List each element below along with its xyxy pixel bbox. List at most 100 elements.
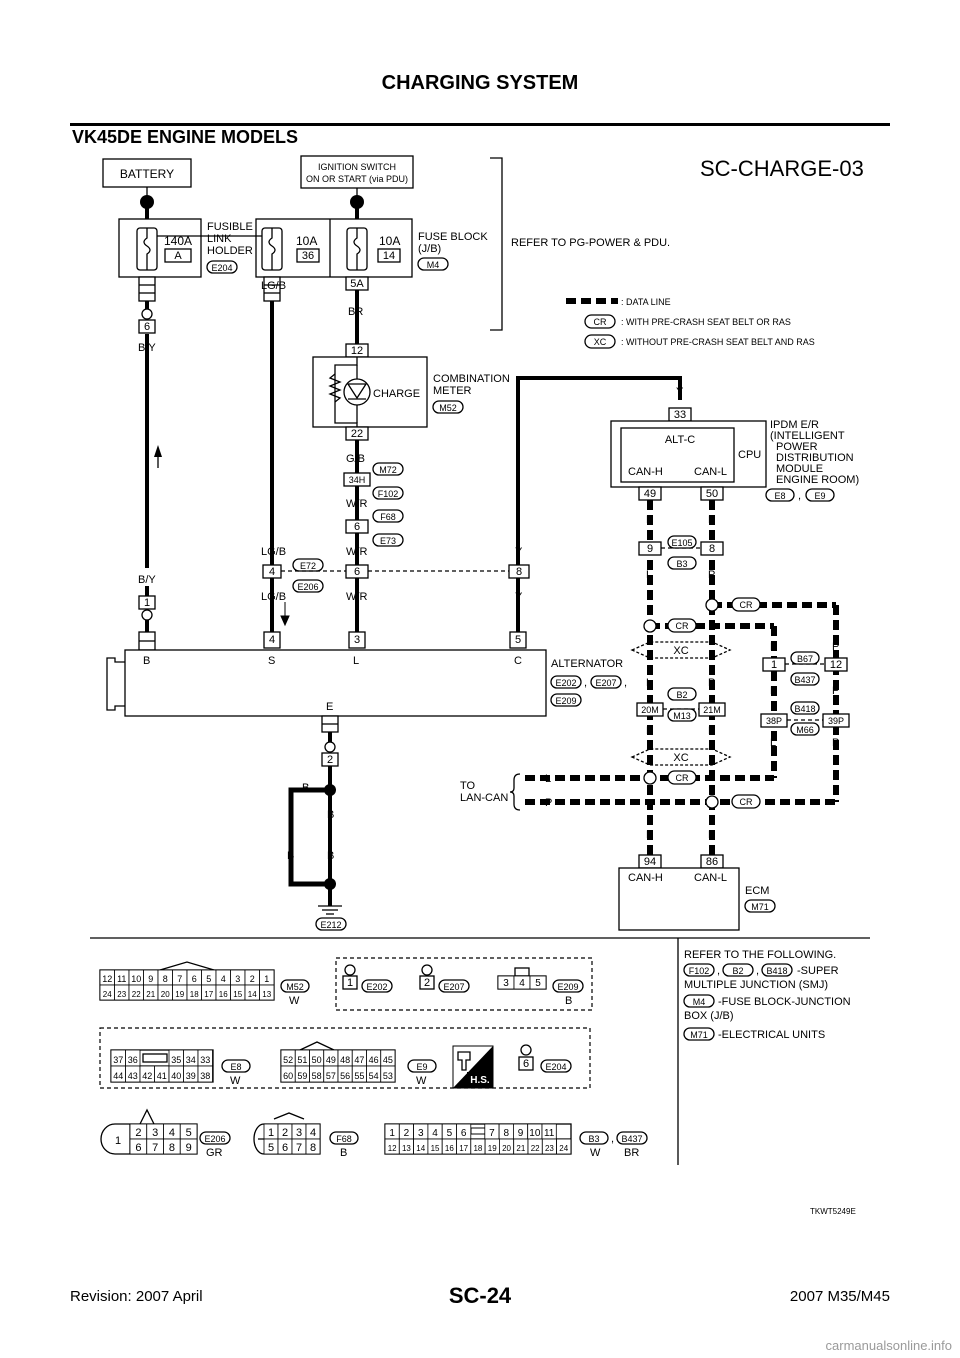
alternator-term-s: S [268, 655, 275, 667]
connector-pin-cell [259, 984, 275, 1001]
wire-lgb-top: LG/B [261, 280, 286, 292]
connector-pin-number: 60 [283, 1071, 293, 1081]
connector-view-e8-id: E8 [230, 1062, 241, 1072]
connector-pin-number: 23 [117, 990, 126, 999]
connector-pin-number: 8 [169, 1142, 175, 1154]
meter-name-2: METER [433, 385, 472, 397]
connector-pin-number: 1 [389, 1128, 395, 1139]
connector-pin-number: 21 [146, 990, 155, 999]
ipdm-name-2: (INTELLIGENT [770, 430, 845, 442]
connector-view-f68-color: B [340, 1147, 347, 1159]
wire-y-mid: Y [515, 546, 523, 558]
ecm-can-h: CAN-H [628, 872, 663, 884]
connector-pin-number: 22 [531, 1144, 540, 1153]
connector-pin-number: 16 [445, 1144, 454, 1153]
ipdm-cpu: CPU [738, 449, 761, 461]
wire-l-5: L [646, 829, 652, 841]
connector-view-e204-id: E204 [545, 1062, 566, 1072]
connector-m13-pin21m: 21M [703, 705, 721, 715]
connector-view-b3-color: W [590, 1147, 601, 1159]
wire-gb: G/B [346, 453, 365, 465]
connector-view-e206-pin1: 1 [115, 1135, 121, 1147]
connector-pin-number: 24 [103, 990, 112, 999]
wire-by-bottom: B/Y [138, 574, 156, 586]
fuse-block-jb-label: (J/B) [418, 243, 441, 255]
wire-l-b67-b: L [770, 685, 776, 697]
connector-view-e202-id: E202 [366, 982, 387, 992]
connector-pin-number: 8 [163, 974, 168, 984]
lan-can-l: L [545, 773, 551, 785]
connector-pin-number: 7 [152, 1142, 158, 1154]
connector-pin-number: 6 [135, 1142, 141, 1154]
connector-pin-number: 7 [177, 974, 182, 984]
connector-pin-number: 5 [206, 974, 211, 984]
connector-pin-number: 50 [312, 1055, 322, 1065]
ipdm-conn-sep: , [798, 490, 801, 502]
meter-connector: M52 [439, 403, 457, 413]
connector-m66-pin39p: 39P [828, 716, 844, 726]
connector-pin-number: 12 [388, 1144, 397, 1153]
legend-cr-text: : WITH PRE-CRASH SEAT BELT OR RAS [621, 317, 791, 327]
connector-view-e207-pin: 2 [424, 977, 430, 989]
connector-pin-number: 47 [354, 1055, 364, 1065]
refer-sep-1: , [717, 965, 720, 977]
connector-pin-number: 9 [148, 974, 153, 984]
legend-cr-badge: CR [594, 317, 607, 327]
refer-smj-a: -SUPER [797, 965, 839, 977]
wire-b-1: B [302, 782, 309, 794]
refer-b2: B2 [732, 966, 743, 976]
wire-l-2: L [646, 569, 652, 581]
ipdm-pin-49: 49 [644, 488, 656, 500]
footer-page-number: SC-24 [448, 1283, 512, 1308]
fuse-10a-b-id: 14 [383, 250, 395, 262]
alternator-sep-2: , [624, 677, 627, 689]
ipdm-alt-c: ALT-C [665, 434, 695, 446]
alternator-pin-4: 4 [269, 634, 275, 646]
connector-pin-number: 5 [186, 1127, 192, 1139]
wire-p-3: P [708, 677, 715, 689]
ipdm-connector-e8: E8 [774, 491, 785, 501]
connector-pin-number: 24 [559, 1144, 568, 1153]
connector-e202-pin1: 1 [144, 597, 150, 609]
connector-view-e202-pin: 1 [347, 977, 353, 989]
connector-pin-number: 13 [262, 990, 271, 999]
wire-wr-3: W/R [346, 591, 367, 603]
connector-view-b437-color: BR [624, 1147, 639, 1159]
wire-l-b418: L [770, 737, 776, 749]
connector-pin-number: 51 [297, 1055, 307, 1065]
connector-pin-number: 20 [161, 990, 170, 999]
alternator-connector-e207: E207 [595, 678, 616, 688]
connector-pin-number: 57 [326, 1071, 336, 1081]
wire-b-4: B [327, 850, 334, 862]
fuse-block-connector: M4 [427, 260, 440, 270]
wire-b-3: B [287, 850, 294, 862]
cr-badge-3: CR [676, 773, 689, 783]
refer-title: REFER TO THE FOLLOWING. [684, 949, 836, 961]
connector-pin-number: 4 [432, 1128, 438, 1139]
connector-pin-cell [305, 1138, 321, 1155]
connector-pin-number: 38 [200, 1071, 210, 1081]
connector-e105: E105 [671, 538, 692, 548]
connector-b437: B437 [794, 675, 815, 685]
wire-l-b67-a: L [770, 641, 776, 653]
legend-xc-badge: XC [594, 337, 607, 347]
connector-pin-number: 46 [369, 1055, 379, 1065]
alternator-box [124, 649, 547, 717]
connector-pin-number: 4 [519, 978, 525, 989]
connector-pin-number: 11 [544, 1128, 555, 1139]
connector-m13: M13 [673, 711, 691, 721]
refer-m4: M4 [693, 997, 706, 1007]
footer-watermark: carmanualsonline.info [825, 1338, 952, 1353]
connector-pin-number: 3 [418, 1128, 424, 1139]
connector-pin-number: 18 [190, 990, 199, 999]
connector-pin-number: 2 [282, 1127, 288, 1139]
wire-l-3: L [646, 677, 652, 689]
ecm-pin-86: 86 [706, 856, 718, 868]
cr-badge-2: CR [676, 621, 689, 631]
section-title: VK45DE ENGINE MODELS [72, 127, 299, 147]
battery-box [102, 158, 192, 188]
connector-view-f68-id: F68 [336, 1134, 352, 1144]
connector-pin-number: 2 [404, 1128, 410, 1139]
